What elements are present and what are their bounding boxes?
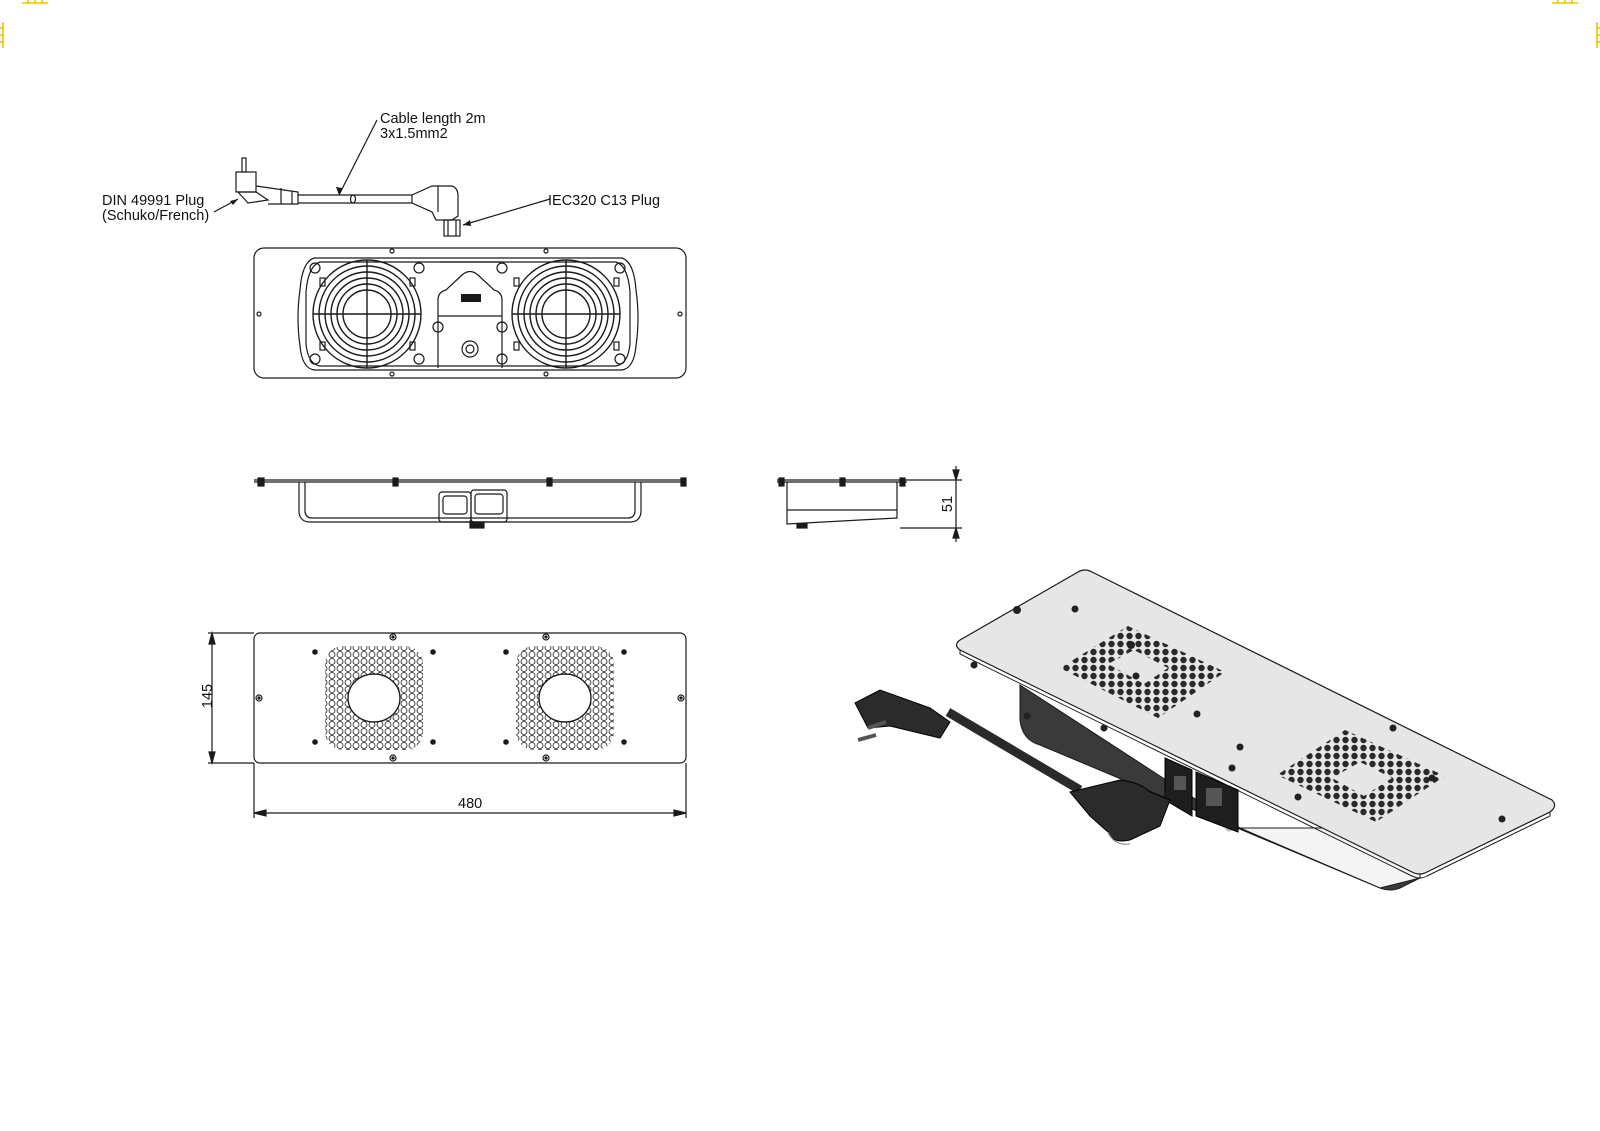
corner-mark-top-left	[0, 0, 48, 48]
schuko-plug-label: DIN 49991 Plug (Schuko/French)	[102, 194, 209, 224]
top-view-plate	[253, 247, 687, 379]
fan-1-grille	[312, 259, 422, 369]
dimension-width-line	[253, 763, 687, 818]
side-view-screws	[778, 477, 906, 529]
side-view-body	[786, 482, 898, 525]
c13-plug-label: IEC320 C13 Plug	[548, 194, 660, 209]
dimension-width: 480	[458, 796, 483, 812]
iec-sockets	[438, 489, 508, 529]
iso-iec-sockets	[1164, 757, 1239, 833]
c13-leader-line	[462, 198, 551, 226]
front-view-screws	[257, 477, 687, 487]
fan-2-grille	[511, 259, 621, 369]
fan-1-perforation	[325, 646, 423, 750]
bottom-view-screws	[255, 633, 685, 762]
cable-length-text: Cable length 2m	[380, 111, 486, 127]
schuko-plug-subtext: (Schuko/French)	[102, 208, 210, 224]
cable-spec-text: 3x1.5mm2	[380, 126, 448, 142]
schuko-plug-drawing	[235, 157, 299, 205]
cable-length-label: Cable length 2m 3x1.5mm2	[380, 112, 486, 142]
iso-fan-2-perforation	[1277, 730, 1445, 822]
c13-plug-text: IEC320 C13 Plug	[548, 193, 661, 209]
thermostat-housing	[437, 261, 503, 368]
c13-plug-drawing	[411, 185, 461, 237]
schuko-plug-text: DIN 49991 Plug	[102, 193, 205, 209]
cable-drawing	[298, 194, 412, 204]
brand-logo	[461, 294, 481, 302]
bottom-view-plate	[253, 632, 687, 764]
dimension-depth-line	[208, 630, 254, 766]
fan-2-perforation	[516, 646, 614, 750]
corner-mark-top-right	[1552, 0, 1600, 48]
dimension-height-line	[900, 466, 962, 542]
cable-leader-line	[338, 119, 378, 196]
iso-power-cable	[854, 689, 1171, 845]
iso-fan-1-perforation	[1060, 626, 1225, 718]
